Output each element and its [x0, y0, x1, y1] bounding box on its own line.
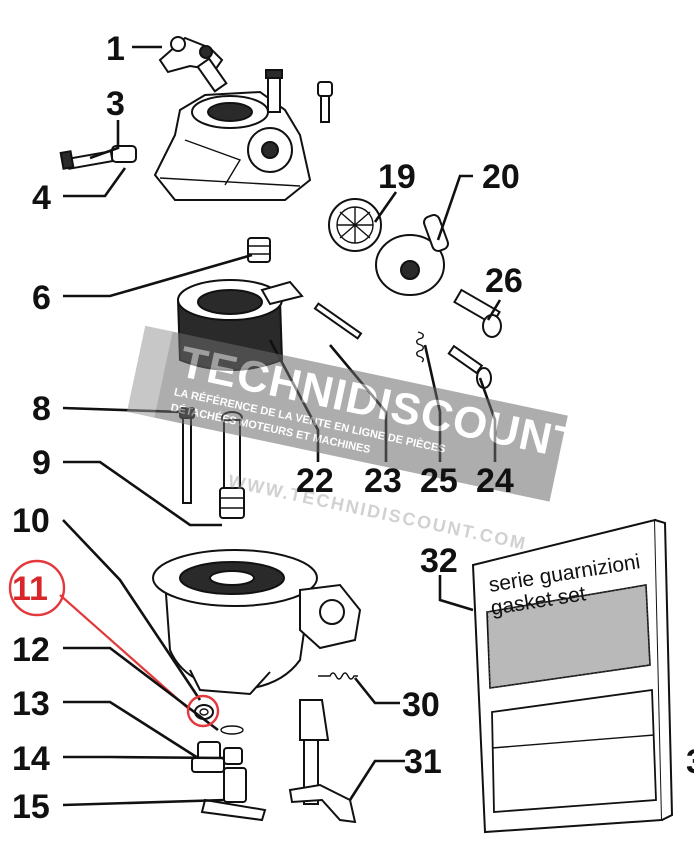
callout-3: 3 [106, 85, 125, 123]
part-19-filter-screen [328, 198, 382, 252]
callout-3-edge: 3 [686, 743, 694, 781]
part-20-filter-cover [375, 214, 449, 296]
callout-24: 24 [476, 462, 514, 500]
part-25-spring [415, 331, 425, 363]
callout-11: 11 [12, 570, 48, 608]
callout-20: 20 [482, 158, 520, 196]
part-3-screw [59, 150, 114, 170]
callout-4: 4 [32, 179, 51, 217]
callout-25: 25 [420, 462, 458, 500]
part-23-needle [313, 302, 363, 340]
callout-31: 31 [404, 743, 442, 781]
callout-30: 30 [402, 686, 440, 724]
callout-numbers: 1 3 4 6 8 9 10 11 12 13 14 15 19 20 26 2… [12, 30, 694, 826]
part-30-spring [318, 672, 358, 680]
body-screw [317, 81, 333, 123]
callout-32: 32 [420, 542, 458, 580]
part-11-washer [194, 704, 214, 720]
callout-22: 22 [296, 462, 334, 500]
callout-15: 15 [12, 788, 50, 826]
part-26-screw [453, 288, 502, 338]
highlight-marks [8, 559, 220, 728]
callout-26: 26 [485, 262, 523, 300]
part-11-highlight-ring [186, 694, 220, 728]
callout-6: 6 [32, 279, 51, 317]
part-12-oring [220, 725, 244, 735]
upper-carburetor-body [153, 69, 312, 201]
callout-23: 23 [364, 462, 402, 500]
lower-carburetor-body [152, 549, 362, 696]
technidiscount-watermark: TECHNIDISCOUNT LA RÉFÉRENCE DE LA VENTE … [126, 325, 584, 502]
callout-11-highlight-ring [8, 559, 66, 617]
part-13-plug [191, 741, 225, 773]
callout-10: 10 [12, 502, 50, 540]
part-6-nut [247, 237, 271, 263]
callout-9: 9 [32, 444, 51, 482]
callout-14: 14 [12, 740, 50, 778]
callout-13: 13 [12, 685, 50, 723]
part-24-screw [447, 344, 492, 389]
part-31-choke-lever [288, 699, 357, 824]
callout-12: 12 [12, 631, 50, 669]
part-1-throttle-lever [158, 36, 228, 93]
callout-8: 8 [32, 390, 51, 428]
part-15-drain-tap [200, 767, 267, 822]
callout-19: 19 [378, 158, 416, 196]
part-32-gasket-set-box: serie guarnizioni gasket set [471, 518, 674, 834]
callout-1: 1 [106, 30, 125, 68]
part-14-nut [223, 747, 243, 765]
